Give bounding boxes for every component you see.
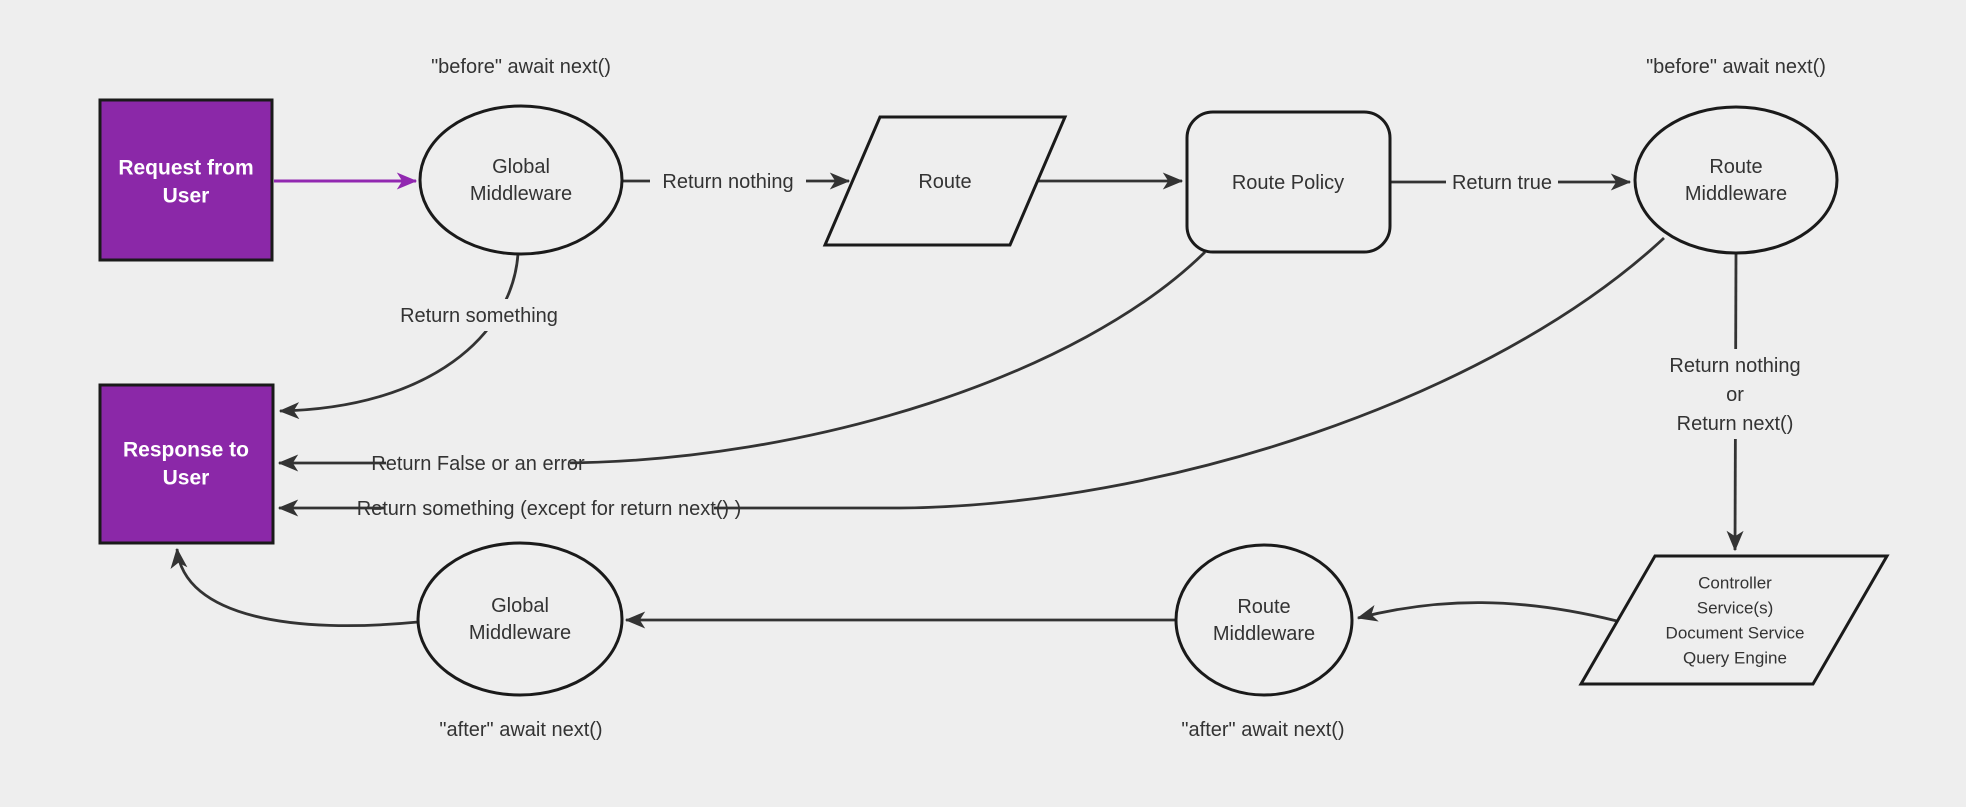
edge-label-return-nothing-line: Return nothing bbox=[1669, 355, 1800, 377]
global-middleware-after-line1: Global bbox=[491, 595, 549, 617]
edge-label-return-something: Return something bbox=[394, 299, 564, 331]
node-route-policy: Route Policy bbox=[1185, 110, 1392, 254]
edge-return-something-except bbox=[277, 236, 1665, 517]
global-middleware-before-line1: Global bbox=[492, 156, 550, 178]
edge-label-return-something-except-text: Return something (except for return next… bbox=[357, 498, 742, 520]
controller-line3: Document Service bbox=[1666, 624, 1805, 643]
edge-label-return-true: Return true bbox=[1446, 166, 1558, 198]
node-route-middleware-after: Route Middleware bbox=[1174, 543, 1354, 697]
global-middleware-after-line2: Middleware bbox=[469, 622, 571, 644]
annotation-after-await-route: "after" await next() bbox=[1181, 719, 1344, 741]
edge-label-return-nothing: Return nothing bbox=[650, 165, 806, 197]
edge-controller-to-route-middleware-after bbox=[1356, 601, 1618, 623]
route-policy-label: Route Policy bbox=[1232, 172, 1344, 194]
response-to-user-line2: User bbox=[163, 467, 210, 490]
edge-label-return-something-except: Return something (except for return next… bbox=[357, 492, 742, 524]
controller-line2: Service(s) bbox=[1697, 599, 1774, 618]
node-global-middleware-before: Global Middleware bbox=[418, 104, 624, 256]
global-middleware-before-line2: Middleware bbox=[470, 183, 572, 205]
edge-return-false-or-error bbox=[277, 251, 1206, 472]
edge-label-return-next-line: Return next() bbox=[1677, 413, 1794, 435]
route-middleware-after-line1: Route bbox=[1237, 596, 1290, 618]
edge-label-return-something-text: Return something bbox=[400, 305, 558, 327]
controller-line1: Controller bbox=[1698, 574, 1772, 593]
request-from-user-line1: Request from bbox=[118, 157, 253, 180]
route-middleware-after-line2: Middleware bbox=[1213, 623, 1315, 645]
request-from-user-line2: User bbox=[163, 185, 210, 208]
node-controller-services: Controller Service(s) Document Service Q… bbox=[1578, 554, 1890, 686]
edge-label-return-nothing-text: Return nothing bbox=[662, 171, 793, 193]
route-label: Route bbox=[918, 171, 971, 193]
annotation-after-await-global: "after" await next() bbox=[439, 719, 602, 741]
node-global-middleware-after: Global Middleware bbox=[416, 541, 624, 697]
controller-line4: Query Engine bbox=[1683, 649, 1787, 668]
response-to-user-line1: Response to bbox=[123, 439, 249, 462]
edge-label-return-false-or-error: Return False or an error bbox=[371, 447, 585, 479]
edge-return-something bbox=[278, 253, 520, 420]
edge-label-return-nothing-or-next: Return nothing or Return next() bbox=[1655, 349, 1815, 439]
edge-label-return-true-text: Return true bbox=[1452, 172, 1552, 194]
node-route-middleware-before: Route Middleware bbox=[1633, 105, 1839, 255]
edge-label-return-false-or-error-text: Return False or an error bbox=[371, 453, 585, 475]
node-route: Route bbox=[822, 115, 1068, 247]
route-middleware-before-line2: Middleware bbox=[1685, 183, 1787, 205]
edge-label-or-line: or bbox=[1726, 384, 1744, 406]
annotation-before-await-route: "before" await next() bbox=[1646, 56, 1826, 78]
annotation-before-await-global: "before" await next() bbox=[431, 56, 611, 78]
route-middleware-before-line1: Route bbox=[1709, 156, 1762, 178]
node-request-from-user: Request from User bbox=[98, 98, 274, 262]
node-response-to-user: Response to User bbox=[98, 383, 275, 545]
edge-global-middleware-after-to-response bbox=[170, 547, 419, 627]
